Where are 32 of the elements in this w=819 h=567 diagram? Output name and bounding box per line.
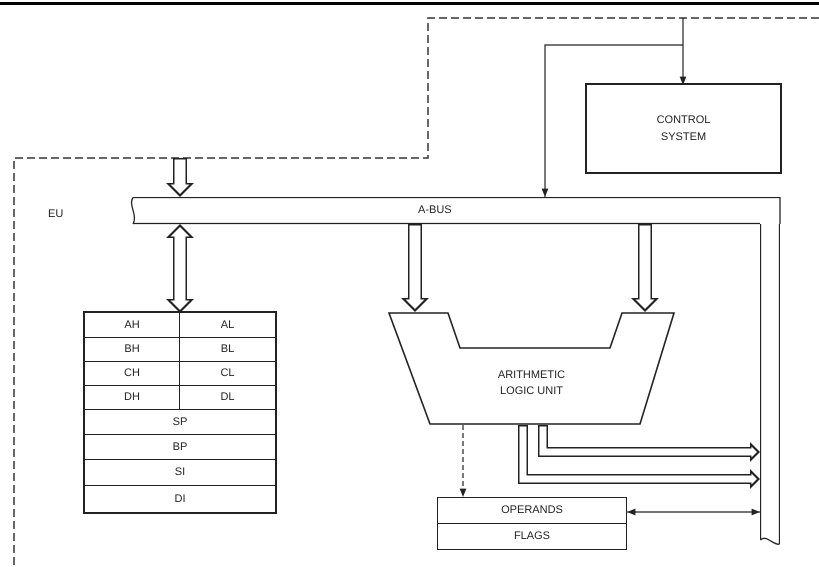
arrow — [627, 508, 760, 516]
arrow — [460, 425, 466, 497]
alu-label: ARITHMETIC LOGIC UNIT — [496, 368, 566, 399]
bus-arrow — [538, 425, 760, 462]
bus-arrow — [401, 224, 429, 312]
register-cell: CL — [180, 362, 275, 386]
register-cell-text: OPERANDS — [500, 503, 564, 518]
register-cell: AH — [85, 313, 180, 338]
bus-band — [133, 197, 780, 224]
register-cell: BL — [180, 338, 275, 362]
register-cell: SI — [85, 460, 275, 486]
bus-arrow — [631, 224, 659, 312]
bus-arrow — [166, 158, 194, 197]
bus-arrow — [518, 425, 760, 489]
register-cell: SP — [85, 410, 275, 435]
box-label: CONTROL SYSTEM — [656, 112, 712, 144]
alu-trapezoid — [388, 312, 675, 425]
register-cell: DI — [85, 486, 275, 512]
bus-arrow — [166, 224, 194, 313]
bus-band — [760, 224, 780, 548]
register-cell: AL — [180, 313, 275, 338]
register-cell: FLAGS — [438, 523, 626, 549]
register-cell: BH — [85, 338, 180, 362]
register-cell: CH — [85, 362, 180, 386]
bus-label: A-BUS — [418, 203, 452, 217]
arrow — [680, 18, 686, 85]
register-box — [437, 497, 627, 550]
register-cell: BP — [85, 435, 275, 460]
register-cell: DH — [85, 386, 180, 410]
section-label: EU — [48, 207, 64, 222]
register-cell: DL — [180, 386, 275, 410]
arrow — [542, 44, 683, 197]
